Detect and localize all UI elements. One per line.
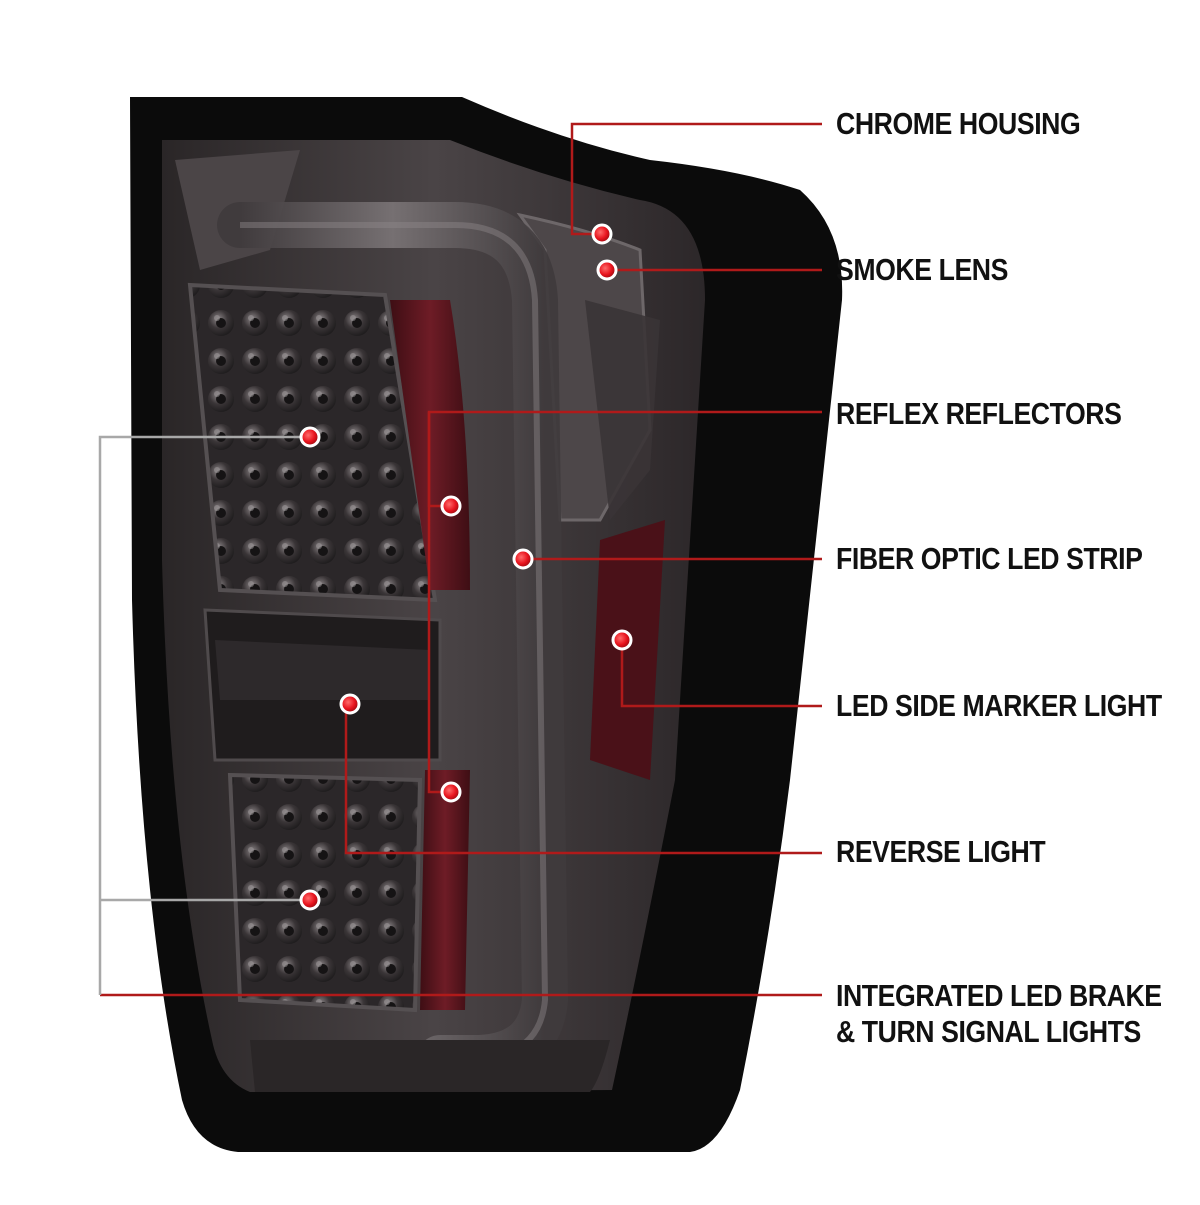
reflex-reflector-lower [420, 770, 470, 1010]
label-led-side-marker-light: LED SIDE MARKER LIGHT [836, 688, 1162, 723]
lower-led-cluster [230, 775, 420, 1010]
label-smoke-lens: SMOKE LENS [836, 252, 1008, 287]
dot-reflector-lower [440, 781, 462, 803]
label-integrated-led-brake: INTEGRATED LED BRAKE & TURN SIGNAL LIGHT… [836, 978, 1162, 1049]
callout-dots [299, 223, 633, 911]
dot-smoke-lens [596, 259, 618, 281]
leader-side-marker [620, 640, 822, 708]
lower-led-frame [227, 772, 423, 1013]
side-marker-red-lens [590, 520, 665, 780]
reverse-light-lens [215, 640, 430, 700]
dot-reflector-upper [440, 495, 462, 517]
dot-led-lower [299, 889, 321, 911]
leader-chrome-housing [570, 122, 822, 236]
leader-gray-upper [98, 435, 310, 995]
dot-side-marker [611, 629, 633, 651]
dot-fiber-optic [512, 548, 534, 570]
upper-led-frame [187, 282, 438, 603]
label-reflex-reflectors: REFLEX REFLECTORS [836, 396, 1122, 431]
dot-reverse-light [339, 693, 361, 715]
dot-chrome-housing [591, 223, 613, 245]
label-fiber-optic-led-strip: FIBER OPTIC LED STRIP [836, 541, 1143, 576]
lens-base [250, 1040, 610, 1092]
dot-led-upper [299, 426, 321, 448]
label-chrome-housing: CHROME HOUSING [836, 106, 1081, 141]
chrome-facet [585, 300, 660, 520]
label-reverse-light: REVERSE LIGHT [836, 834, 1046, 869]
